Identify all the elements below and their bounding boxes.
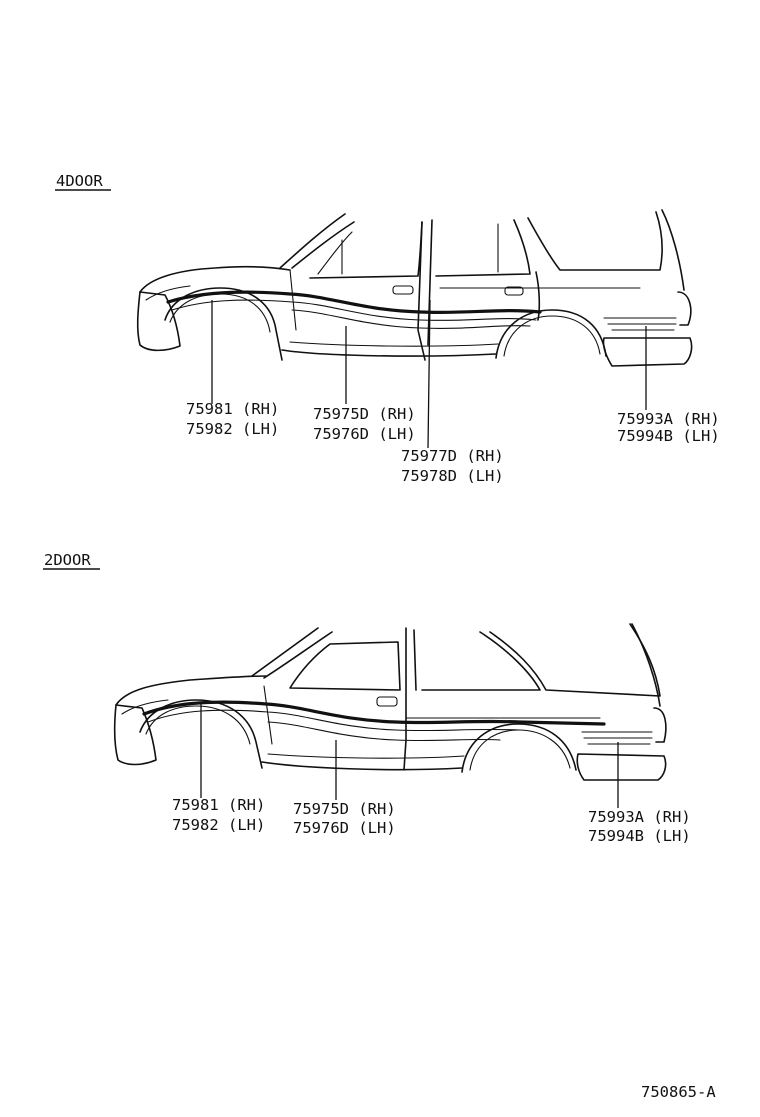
part-number-rh: 75977D (RH) <box>401 447 504 465</box>
part-number-lh: 75978D (LH) <box>401 467 504 485</box>
front-wheel-arch <box>139 699 263 769</box>
rear-arch-flare <box>503 315 601 357</box>
a-pillar <box>251 627 319 677</box>
rear-bumper <box>602 337 693 367</box>
rear-door-window <box>435 219 531 277</box>
stripe-upper <box>142 700 606 726</box>
door-window <box>289 641 401 691</box>
windshield-edge <box>263 631 333 679</box>
stripe-lower <box>267 721 501 742</box>
hood-line <box>139 265 291 293</box>
rear-stripe <box>603 317 677 331</box>
rear-tail-lamp <box>677 291 692 326</box>
a-pillar <box>279 213 346 269</box>
b-pillar <box>403 627 407 771</box>
part-number-lh: 75994B (LH) <box>588 827 691 845</box>
windshield-edge <box>291 221 355 269</box>
part-number-lh: 75976D (LH) <box>293 819 396 837</box>
part-number-lh: 75982 (LH) <box>186 420 279 438</box>
part-number-lh: 75976D (LH) <box>313 425 416 443</box>
part-number-rh: 75981 (RH) <box>172 796 265 814</box>
rear-d-pillar <box>661 209 685 291</box>
front-wheel-arch <box>164 287 283 361</box>
headlamp-line <box>121 699 169 715</box>
stripe-lower <box>291 309 531 329</box>
vehicle-2door-illustration <box>113 623 667 781</box>
b-pillar <box>417 221 426 361</box>
leader-75977d <box>427 299 431 449</box>
vehicle-4door-illustration <box>136 209 693 367</box>
rocker-trim <box>267 753 465 759</box>
rear-wheel-arch <box>461 723 577 773</box>
rear-arch-flare <box>469 729 571 771</box>
part-number-rh: 75975D (RH) <box>293 800 396 818</box>
section-2door: 2DOOR <box>43 551 691 845</box>
headlamp-line <box>145 285 191 301</box>
front-door-handle <box>392 285 414 295</box>
rear-stripe <box>581 731 653 745</box>
part-number-rh: 75975D (RH) <box>313 405 416 423</box>
part-number-lh: 75982 (LH) <box>172 816 265 834</box>
rear-tail-lamp <box>653 707 667 743</box>
front-door-window-sill <box>309 221 423 279</box>
rear-d-pillar <box>631 623 661 707</box>
quarter-glass <box>527 211 663 271</box>
front-door-edge <box>289 269 297 331</box>
stripe-upper <box>166 290 542 315</box>
part-number-lh: 75994B (LH) <box>617 427 720 445</box>
rear-bumper <box>576 753 667 781</box>
rocker-panel <box>281 349 497 357</box>
front-window-frame <box>317 231 353 275</box>
front-bumper <box>113 704 157 766</box>
section-title-4door: 4DOOR <box>56 172 103 190</box>
quarter-glass <box>421 631 541 691</box>
b-pillar-rear <box>427 219 433 346</box>
door-edge <box>263 685 273 745</box>
b-pillar-rear <box>413 629 417 691</box>
stripe-middle <box>171 299 537 321</box>
section-title-2door: 2DOOR <box>44 551 91 569</box>
part-number-rh: 75981 (RH) <box>186 400 279 418</box>
figure-id: 750865-A <box>641 1083 716 1101</box>
part-number-rh: 75993A (RH) <box>617 410 720 428</box>
rear-wheel-arch <box>495 309 607 359</box>
door-handle <box>376 696 398 707</box>
hood-line <box>115 675 267 706</box>
rocker-trim <box>289 341 499 347</box>
rear-door-handle <box>504 286 524 296</box>
part-number-rh: 75993A (RH) <box>588 808 691 826</box>
rocker-panel <box>261 761 463 771</box>
section-4door: 4DOOR <box>55 172 720 485</box>
